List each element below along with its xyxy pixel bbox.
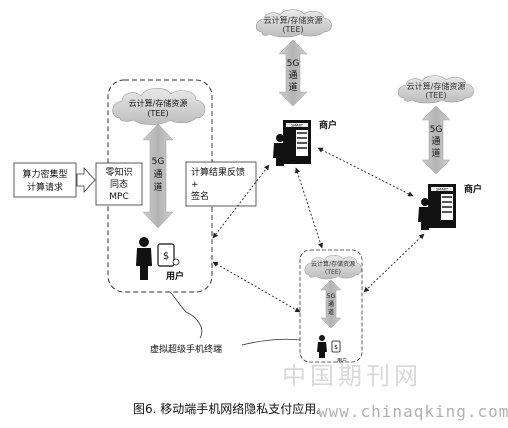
- vending-brand: SMART: [291, 124, 304, 128]
- cloud-tee-label: (TEE): [147, 109, 168, 118]
- channel-char-tong: 通: [431, 136, 440, 147]
- request-arrow: [76, 166, 96, 194]
- channel-char-dao: 道: [288, 81, 297, 93]
- cloud-label: 云计算/存储资源: [407, 81, 466, 91]
- 5g-channel-top: 5G 通 道: [278, 39, 308, 107]
- p2p-connections: [212, 147, 425, 313]
- link-topmerchant-smalluser: [294, 167, 324, 249]
- channel-char-tong: 通: [288, 70, 297, 81]
- vending-machine-top: SMART: [273, 120, 311, 166]
- virtual-terminal-label: 虚拟超级手机终端: [150, 343, 222, 355]
- cloud-resource-left: 云计算/存储资源 (TEE): [112, 87, 206, 125]
- small-user-boundary: [299, 249, 363, 363]
- cloud-resource-top: 云计算/存储资源 (TEE): [255, 9, 332, 38]
- channel-char-dao: 道: [153, 181, 162, 193]
- link-user-topmerchant: [212, 164, 270, 239]
- 5g-label: 5G: [430, 125, 443, 135]
- mpc-line1: 零知识: [105, 166, 132, 178]
- user-person-icon: [136, 237, 152, 280]
- cloud-tee-label: (TEE): [325, 269, 341, 276]
- cloud-label: 云计算/存储资源: [264, 15, 323, 25]
- virtual-terminal-pointer-right: [241, 338, 301, 346]
- cloud-resource-small: 云计算/存储资源 (TEE): [304, 255, 362, 280]
- channel-char-dao: 道: [431, 147, 440, 159]
- merchant-label-right: 商户: [464, 183, 482, 195]
- mpc-methods-box: [95, 162, 143, 206]
- cloud-tee-label: (TEE): [282, 25, 303, 34]
- result-line3: 签名: [191, 190, 209, 202]
- svg-text:$: $: [334, 344, 338, 351]
- request-line2: 计算请求: [27, 181, 63, 193]
- request-line1: 算力密集型: [22, 168, 67, 180]
- svg-text:$: $: [163, 251, 169, 262]
- 5g-label: 5G: [287, 59, 300, 69]
- cloud-resource-right: 云计算/存储资源 (TEE): [397, 75, 474, 104]
- channel-char-tong: 通: [328, 300, 334, 308]
- result-line1: 计算结果反馈: [191, 166, 245, 178]
- 5g-channel-small: 5G 通 道: [320, 279, 342, 329]
- result-line2: +: [191, 180, 199, 190]
- merchant-label-top: 商户: [319, 119, 337, 131]
- 5g-label: 5G: [327, 293, 336, 300]
- 5g-channel-right: 5G 通 道: [421, 105, 451, 175]
- virtual-terminal-pointer-left: [169, 291, 203, 339]
- link-user-smalluser: [212, 261, 301, 313]
- mpc-line2: 同态: [110, 178, 128, 190]
- link-rightmerchant-smalluser: [363, 233, 425, 293]
- channel-char-dao: 道: [328, 308, 334, 316]
- user-label: 用户: [165, 270, 184, 282]
- phone-payment-icon: $: [157, 243, 180, 267]
- user-person-icon-small: [317, 335, 327, 358]
- link-topmerchant-rightmerchant: [317, 147, 414, 197]
- user-label-small: 用户: [337, 357, 347, 364]
- vending-machine-right: SMART: [418, 184, 456, 230]
- cloud-label: 云计算/存储资源: [311, 260, 355, 268]
- watermark-url: www.chinaqking.com: [318, 402, 508, 421]
- watermark-chinese: 中国期刊网: [282, 362, 422, 390]
- 5g-channel-left: 5G 通 道: [142, 123, 174, 229]
- cloud-label: 云计算/存储资源: [129, 98, 188, 108]
- compute-request-box: [13, 162, 77, 198]
- figure-caption: 图6. 移动端手机网络隐私支付应用。: [133, 402, 329, 416]
- phone-payment-icon-small: $: [331, 340, 341, 353]
- cloud-tee-label: (TEE): [425, 91, 446, 100]
- vending-brand: SMART: [436, 188, 449, 192]
- mpc-line3: MPC: [109, 192, 128, 202]
- channel-char-tong: 通: [153, 169, 162, 180]
- 5g-label: 5G: [152, 157, 165, 167]
